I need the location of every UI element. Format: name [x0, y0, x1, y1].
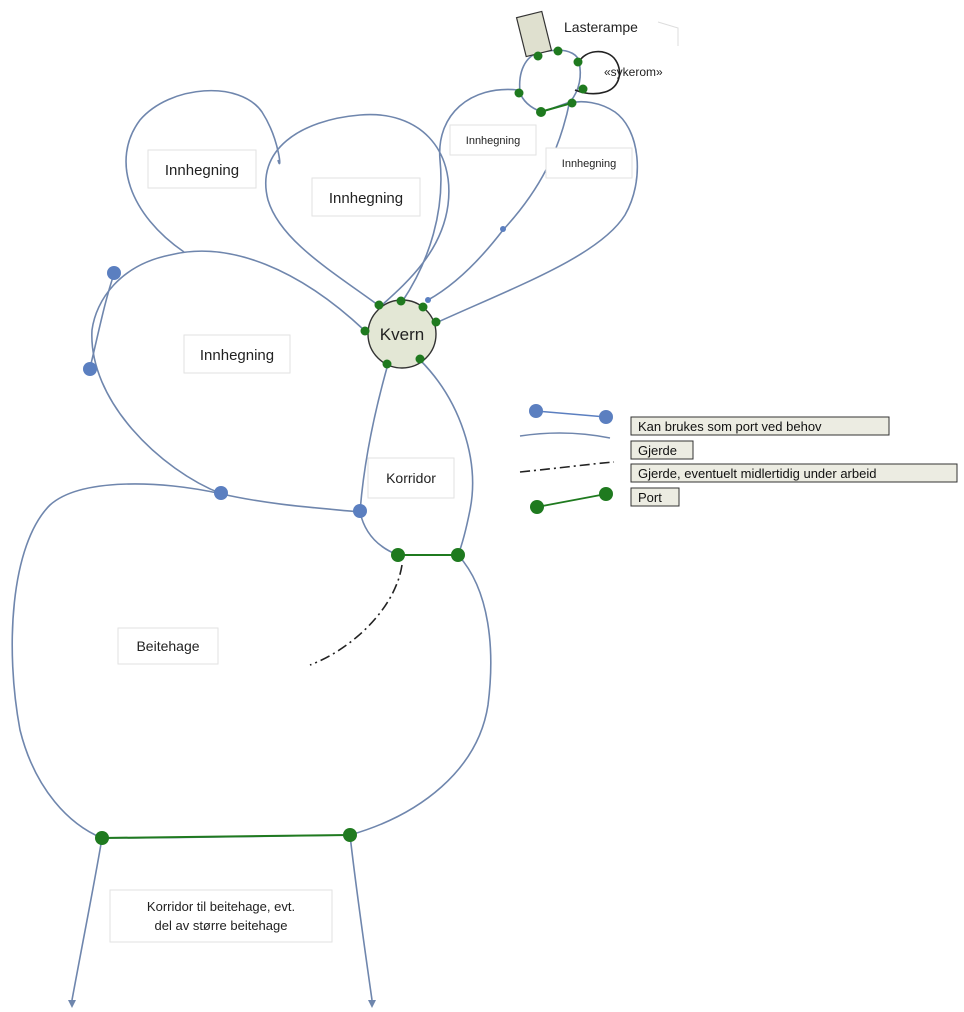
- label-innhegning-top-left: Innhegning: [165, 162, 239, 179]
- label-beitehage: Beitehage: [136, 638, 199, 654]
- port-node: [396, 296, 406, 306]
- port-node: [415, 354, 425, 364]
- label-innhegning-left: Innhegning: [200, 347, 274, 364]
- port-node: [418, 302, 428, 312]
- fence-innhegning-left: [91, 250, 365, 495]
- optional-port-node: [214, 486, 228, 500]
- optional-port-nodes: [83, 226, 506, 518]
- port-node: [95, 831, 109, 845]
- legend-optional-port-node: [529, 404, 543, 418]
- label-box: [147, 149, 257, 189]
- lasterampe-callout: [657, 21, 679, 46]
- fence-beitehage: [11, 483, 223, 839]
- area-labels: Innhegning Innhegning Innhegning Innhegn…: [109, 19, 663, 943]
- legend-optional-port-node: [599, 410, 613, 424]
- fence-innhegning-top-middle: [265, 113, 450, 306]
- fence-beitehage-right: [349, 554, 492, 836]
- port-node: [391, 548, 405, 562]
- fence-sykerom-loop: [574, 50, 621, 95]
- fence-bottom-corridor-right: [349, 834, 373, 1001]
- legend: Kan brukes som port ved behov Gjerde Gje…: [519, 404, 958, 514]
- legend-fence-label: Gjerde: [638, 443, 677, 458]
- port-node: [573, 57, 583, 67]
- label-sykerom: «sykerom»: [604, 65, 663, 79]
- fence-innhegning-left-gap: [89, 273, 115, 369]
- legend-port-node: [599, 487, 613, 501]
- label-box: [117, 627, 219, 665]
- arrow-down-icon: [368, 1000, 376, 1008]
- port-beitehage-bottom: [101, 834, 351, 839]
- legend-port-node: [530, 500, 544, 514]
- legend-port-label: Port: [638, 490, 662, 505]
- label-korridor-beitehage-line1: Korridor til beitehage, evt.: [147, 899, 295, 914]
- legend-optional-port-line: [535, 410, 607, 418]
- fence-innhegning-small-1: [401, 88, 519, 303]
- label-box: [449, 124, 537, 156]
- temporary-fence: [309, 564, 403, 666]
- fence-bottom-corridor-left: [71, 837, 103, 1001]
- port-node: [533, 51, 543, 61]
- optional-port-node: [425, 297, 431, 303]
- port-nodes: [95, 46, 588, 845]
- label-korridor: Korridor: [386, 470, 436, 486]
- label-innhegning-top-middle: Innhegning: [329, 190, 403, 207]
- port-node: [382, 359, 392, 369]
- fence-innhegning-left-bottom: [221, 493, 361, 513]
- lasterampe-block: [515, 10, 553, 58]
- label-box: [367, 457, 455, 499]
- fence-korridor-right: [419, 359, 474, 556]
- legend-port-line: [536, 493, 607, 508]
- label-innhegning-small-2: Innhegning: [562, 158, 616, 170]
- optional-port-node: [83, 362, 97, 376]
- legend-optional-port-label: Kan brukes som port ved behov: [638, 419, 822, 434]
- port-node: [553, 46, 563, 56]
- label-box: [183, 334, 291, 374]
- port-node: [514, 88, 524, 98]
- port-node: [360, 326, 370, 336]
- label-box: [109, 889, 333, 943]
- optional-port-node: [353, 504, 367, 518]
- legend-box: [630, 416, 890, 436]
- legend-box: [630, 440, 694, 460]
- port-node: [578, 84, 588, 94]
- legend-fence-line: [519, 432, 611, 439]
- port-node: [451, 548, 465, 562]
- legend-temporary-fence-label: Gjerde, eventuelt midlertidig under arbe…: [638, 466, 876, 481]
- arrow-down-icon: [68, 1000, 76, 1008]
- label-kvern: Kvern: [380, 325, 424, 344]
- label-lasterampe: Lasterampe: [564, 19, 638, 35]
- label-innhegning-small-1: Innhegning: [466, 135, 520, 147]
- port-node: [567, 98, 577, 108]
- port-node: [343, 828, 357, 842]
- optional-port-node: [500, 226, 506, 232]
- label-korridor-beitehage-line2: del av større beitehage: [155, 918, 288, 933]
- fence-innhegning-small-2: [437, 100, 639, 323]
- port-node: [374, 300, 384, 310]
- legend-box: [630, 463, 958, 483]
- legend-box: [630, 487, 680, 507]
- legend-temporary-fence-line: [519, 461, 615, 473]
- port-node: [431, 317, 441, 327]
- fence-korridor-left: [359, 363, 399, 556]
- fence-kvern-link: [427, 229, 504, 301]
- label-box: [311, 177, 421, 217]
- port-node: [536, 107, 546, 117]
- optional-port-node: [107, 266, 121, 280]
- label-box: [545, 147, 633, 179]
- fence-innhegning-top-left: [125, 89, 281, 253]
